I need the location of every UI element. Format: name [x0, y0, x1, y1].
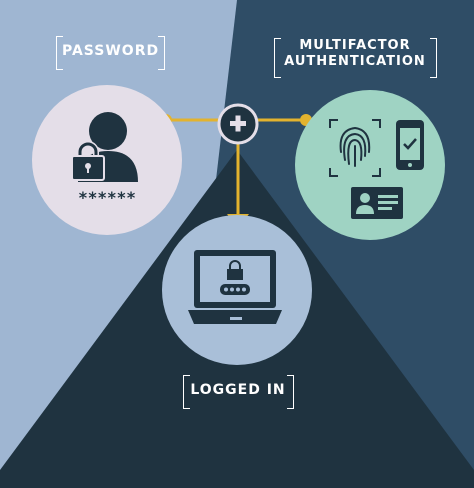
laptop-icon — [188, 250, 282, 324]
lock-icon — [71, 141, 105, 181]
password-bracket-left — [56, 36, 63, 70]
password-label: PASSWORD — [62, 43, 160, 59]
smartphone-check-icon — [396, 120, 424, 170]
plus-icon — [230, 115, 246, 132]
password-bracket-right — [158, 36, 165, 70]
mfa-bracket-right — [430, 38, 437, 78]
mfa-label-line2: AUTHENTICATION — [284, 53, 426, 69]
mfa-bracket-left — [274, 38, 281, 78]
logged-in-bracket-right — [287, 375, 294, 409]
scan-brackets — [329, 119, 381, 177]
logged-in-bracket-left — [183, 375, 190, 409]
fingerprint-icon — [339, 126, 371, 167]
id-card-icon — [351, 187, 403, 219]
masked-password: ****** — [78, 188, 136, 207]
mfa-label-line1: MULTIFACTOR — [299, 38, 411, 53]
logged-in-label: LOGGED IN — [190, 382, 286, 398]
mfa-label: MULTIFACTOR AUTHENTICATION — [280, 38, 430, 69]
